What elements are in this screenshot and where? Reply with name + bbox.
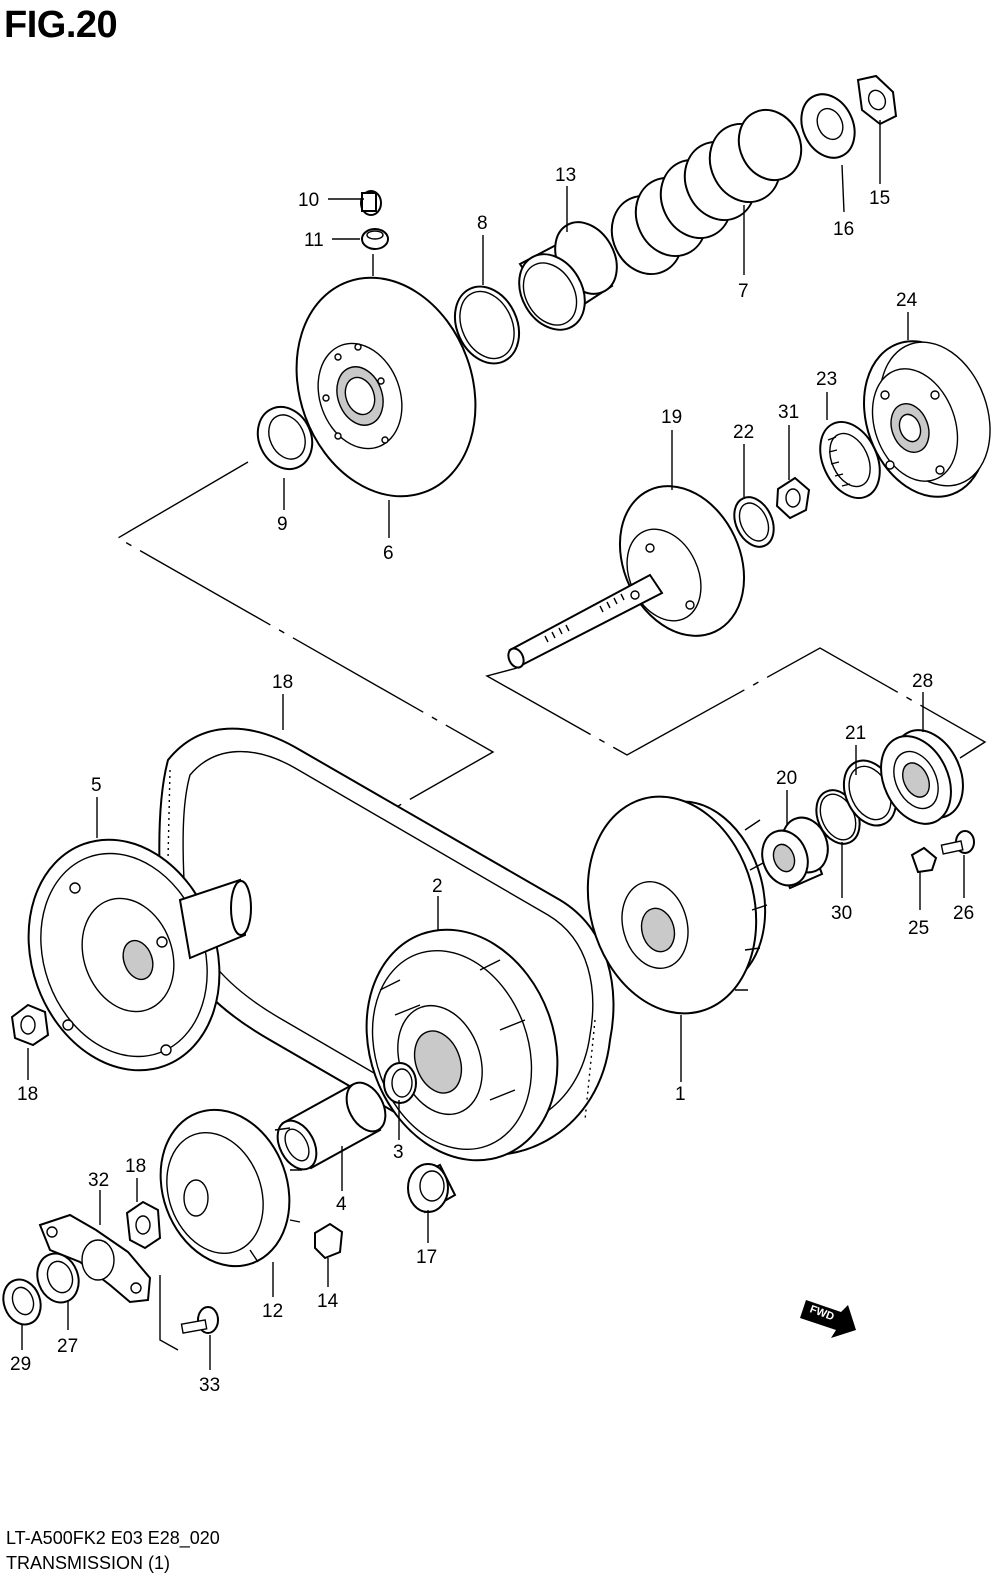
part-29-bearing	[880, 729, 964, 825]
part-26-stopper	[910, 846, 938, 874]
part-14-slide-piece	[314, 1222, 344, 1260]
part-11-roller	[361, 228, 389, 250]
callout-22: 21	[845, 723, 866, 744]
callout-16: 16	[833, 219, 854, 240]
callout-18-upper: 18	[17, 1084, 38, 1105]
part-3-bushing	[383, 1062, 417, 1104]
part-23-circlip	[733, 496, 775, 548]
part-20-driven-shaft	[507, 485, 746, 669]
part-25-clutch-shoe-assembly	[863, 340, 991, 498]
callout-30: 29	[10, 1354, 31, 1375]
callout-29: 28	[912, 671, 933, 692]
callout-23: 22	[733, 422, 754, 443]
callout-19: 18	[272, 672, 293, 693]
callout-2: 2	[432, 876, 443, 897]
callout-25: 24	[896, 290, 918, 311]
callout-21: 20	[776, 768, 797, 789]
callout-3: 3	[393, 1142, 404, 1163]
section-name: TRANSMISSION (1)	[6, 1553, 171, 1573]
callout-numbers: 10 11 13 8 7 16 15 9 6 24 19 22 31 23 18…	[10, 165, 974, 1396]
part-30-oil-seal	[2, 1278, 42, 1326]
callout-4: 4	[336, 1194, 347, 1215]
callout-28: 26	[953, 903, 974, 924]
part-21-collar	[761, 816, 829, 890]
part-10-pin	[360, 190, 382, 216]
callout-32: 31	[778, 402, 799, 423]
callout-leader-lines	[21, 120, 965, 1370]
callout-5: 5	[91, 775, 102, 796]
callout-7: 7	[738, 281, 749, 302]
part-4-spacer-sleeve	[276, 1081, 387, 1171]
callout-31: 30	[831, 903, 852, 924]
part-8-o-ring	[453, 285, 521, 365]
callout-26: 25	[908, 918, 929, 939]
callout-34: 33	[199, 1375, 220, 1396]
part-18-nut-lower	[125, 1200, 162, 1250]
callout-10: 10	[298, 190, 319, 211]
part-13-spring-guide	[518, 221, 618, 331]
callout-9: 9	[277, 514, 288, 535]
callout-20: 19	[661, 407, 682, 428]
part-27-bearing	[36, 1252, 80, 1304]
part-6-fixed-driven-face	[295, 276, 477, 498]
part-9-oil-seal	[256, 405, 314, 471]
model-code: LT-A500FK2 E03 E28_020	[6, 1528, 220, 1548]
callout-17: 17	[416, 1247, 437, 1268]
callout-33: 32	[88, 1170, 109, 1191]
part-34-bolt	[180, 1306, 219, 1334]
callout-11: 11	[304, 230, 324, 251]
callout-18-lower: 18	[125, 1156, 146, 1177]
part-18-nut-upper	[10, 1003, 50, 1047]
callout-13: 13	[555, 165, 576, 186]
part-28-bolt	[940, 830, 975, 855]
part-16-washer	[800, 93, 856, 159]
forward-direction-badge: FWD	[800, 1300, 856, 1338]
callout-15: 15	[869, 188, 890, 209]
part-7-spring	[610, 108, 803, 275]
callout-1: 1	[675, 1084, 686, 1105]
figure-title: FIG.20	[4, 4, 118, 46]
callout-24: 23	[816, 369, 837, 390]
callout-27: 27	[57, 1336, 78, 1357]
callout-6: 6	[383, 543, 394, 564]
part-32-nut	[775, 476, 811, 520]
callout-12: 12	[262, 1301, 283, 1322]
callout-8: 8	[477, 213, 488, 234]
part-17-bearing	[407, 1163, 457, 1214]
callout-14: 14	[317, 1291, 339, 1312]
part-15-nut	[856, 74, 898, 126]
part-12-cam-plate	[159, 1108, 302, 1268]
part-2-movable-drive-face	[365, 928, 559, 1162]
part-5-fixed-drive-face	[27, 838, 252, 1072]
part-33-retainer	[38, 1213, 152, 1304]
part-1-driven-pulley	[586, 795, 768, 1015]
